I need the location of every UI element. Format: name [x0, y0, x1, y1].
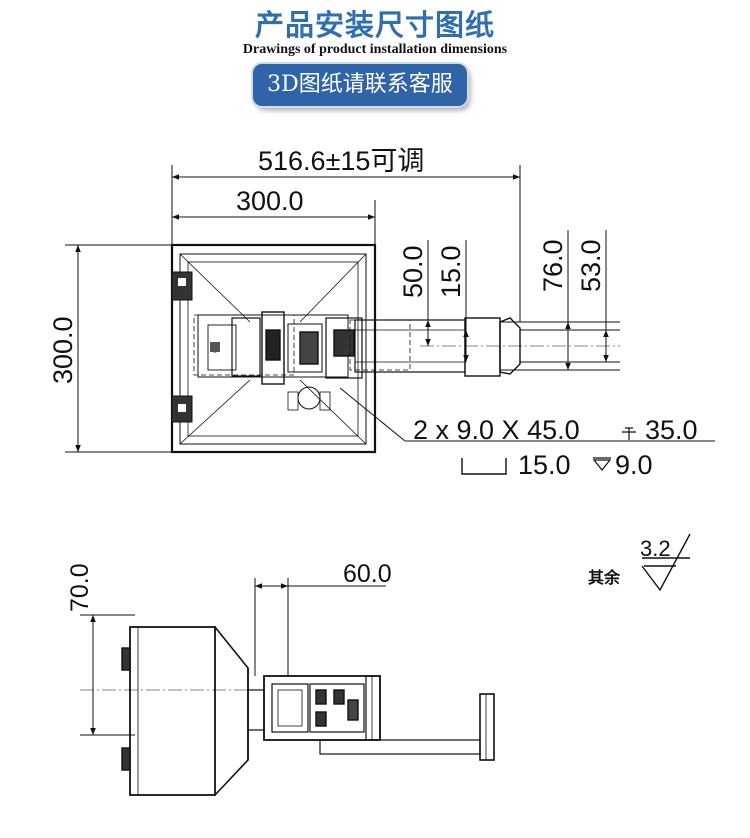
cbore-depth: 9.0 [615, 450, 653, 480]
roughness-value: 3.2 [640, 536, 671, 561]
dim-60: 60.0 [343, 560, 392, 588]
dim-53: 53.0 [576, 239, 606, 292]
roughness-symbol [641, 533, 691, 592]
side-view-labels: 70.0 60.0 [66, 560, 392, 612]
side-view-dimensions [80, 578, 386, 736]
dim-base-width: 300.0 [236, 186, 304, 216]
side-view [80, 626, 495, 796]
hole-depth: 35.0 [645, 415, 698, 445]
dim-50: 50.0 [398, 245, 428, 298]
top-view [170, 243, 620, 454]
dim-base-height: 300.0 [48, 316, 78, 384]
cbore-spec: 15.0 [518, 450, 571, 480]
page-title: 产品安装尺寸图纸 [254, 8, 495, 42]
roughness-label: 其余 [588, 568, 621, 587]
top-view-dimensions [65, 165, 715, 475]
top-view-labels: 516.6±15可调 300.0 300.0 50.0 15.0 76.0 53… [48, 146, 698, 480]
dim-total-width: 516.6±15可调 [258, 146, 424, 176]
dim-15: 15.0 [436, 245, 466, 298]
dim-70: 70.0 [66, 563, 94, 612]
dim-76: 76.0 [538, 239, 568, 292]
page-subtitle: Drawings of product installation dimensi… [242, 42, 508, 57]
contact-badge[interactable]: 3D图纸请联系客服 [253, 64, 467, 106]
hole-spec: 2 x 9.0 X 45.0 [413, 415, 580, 445]
